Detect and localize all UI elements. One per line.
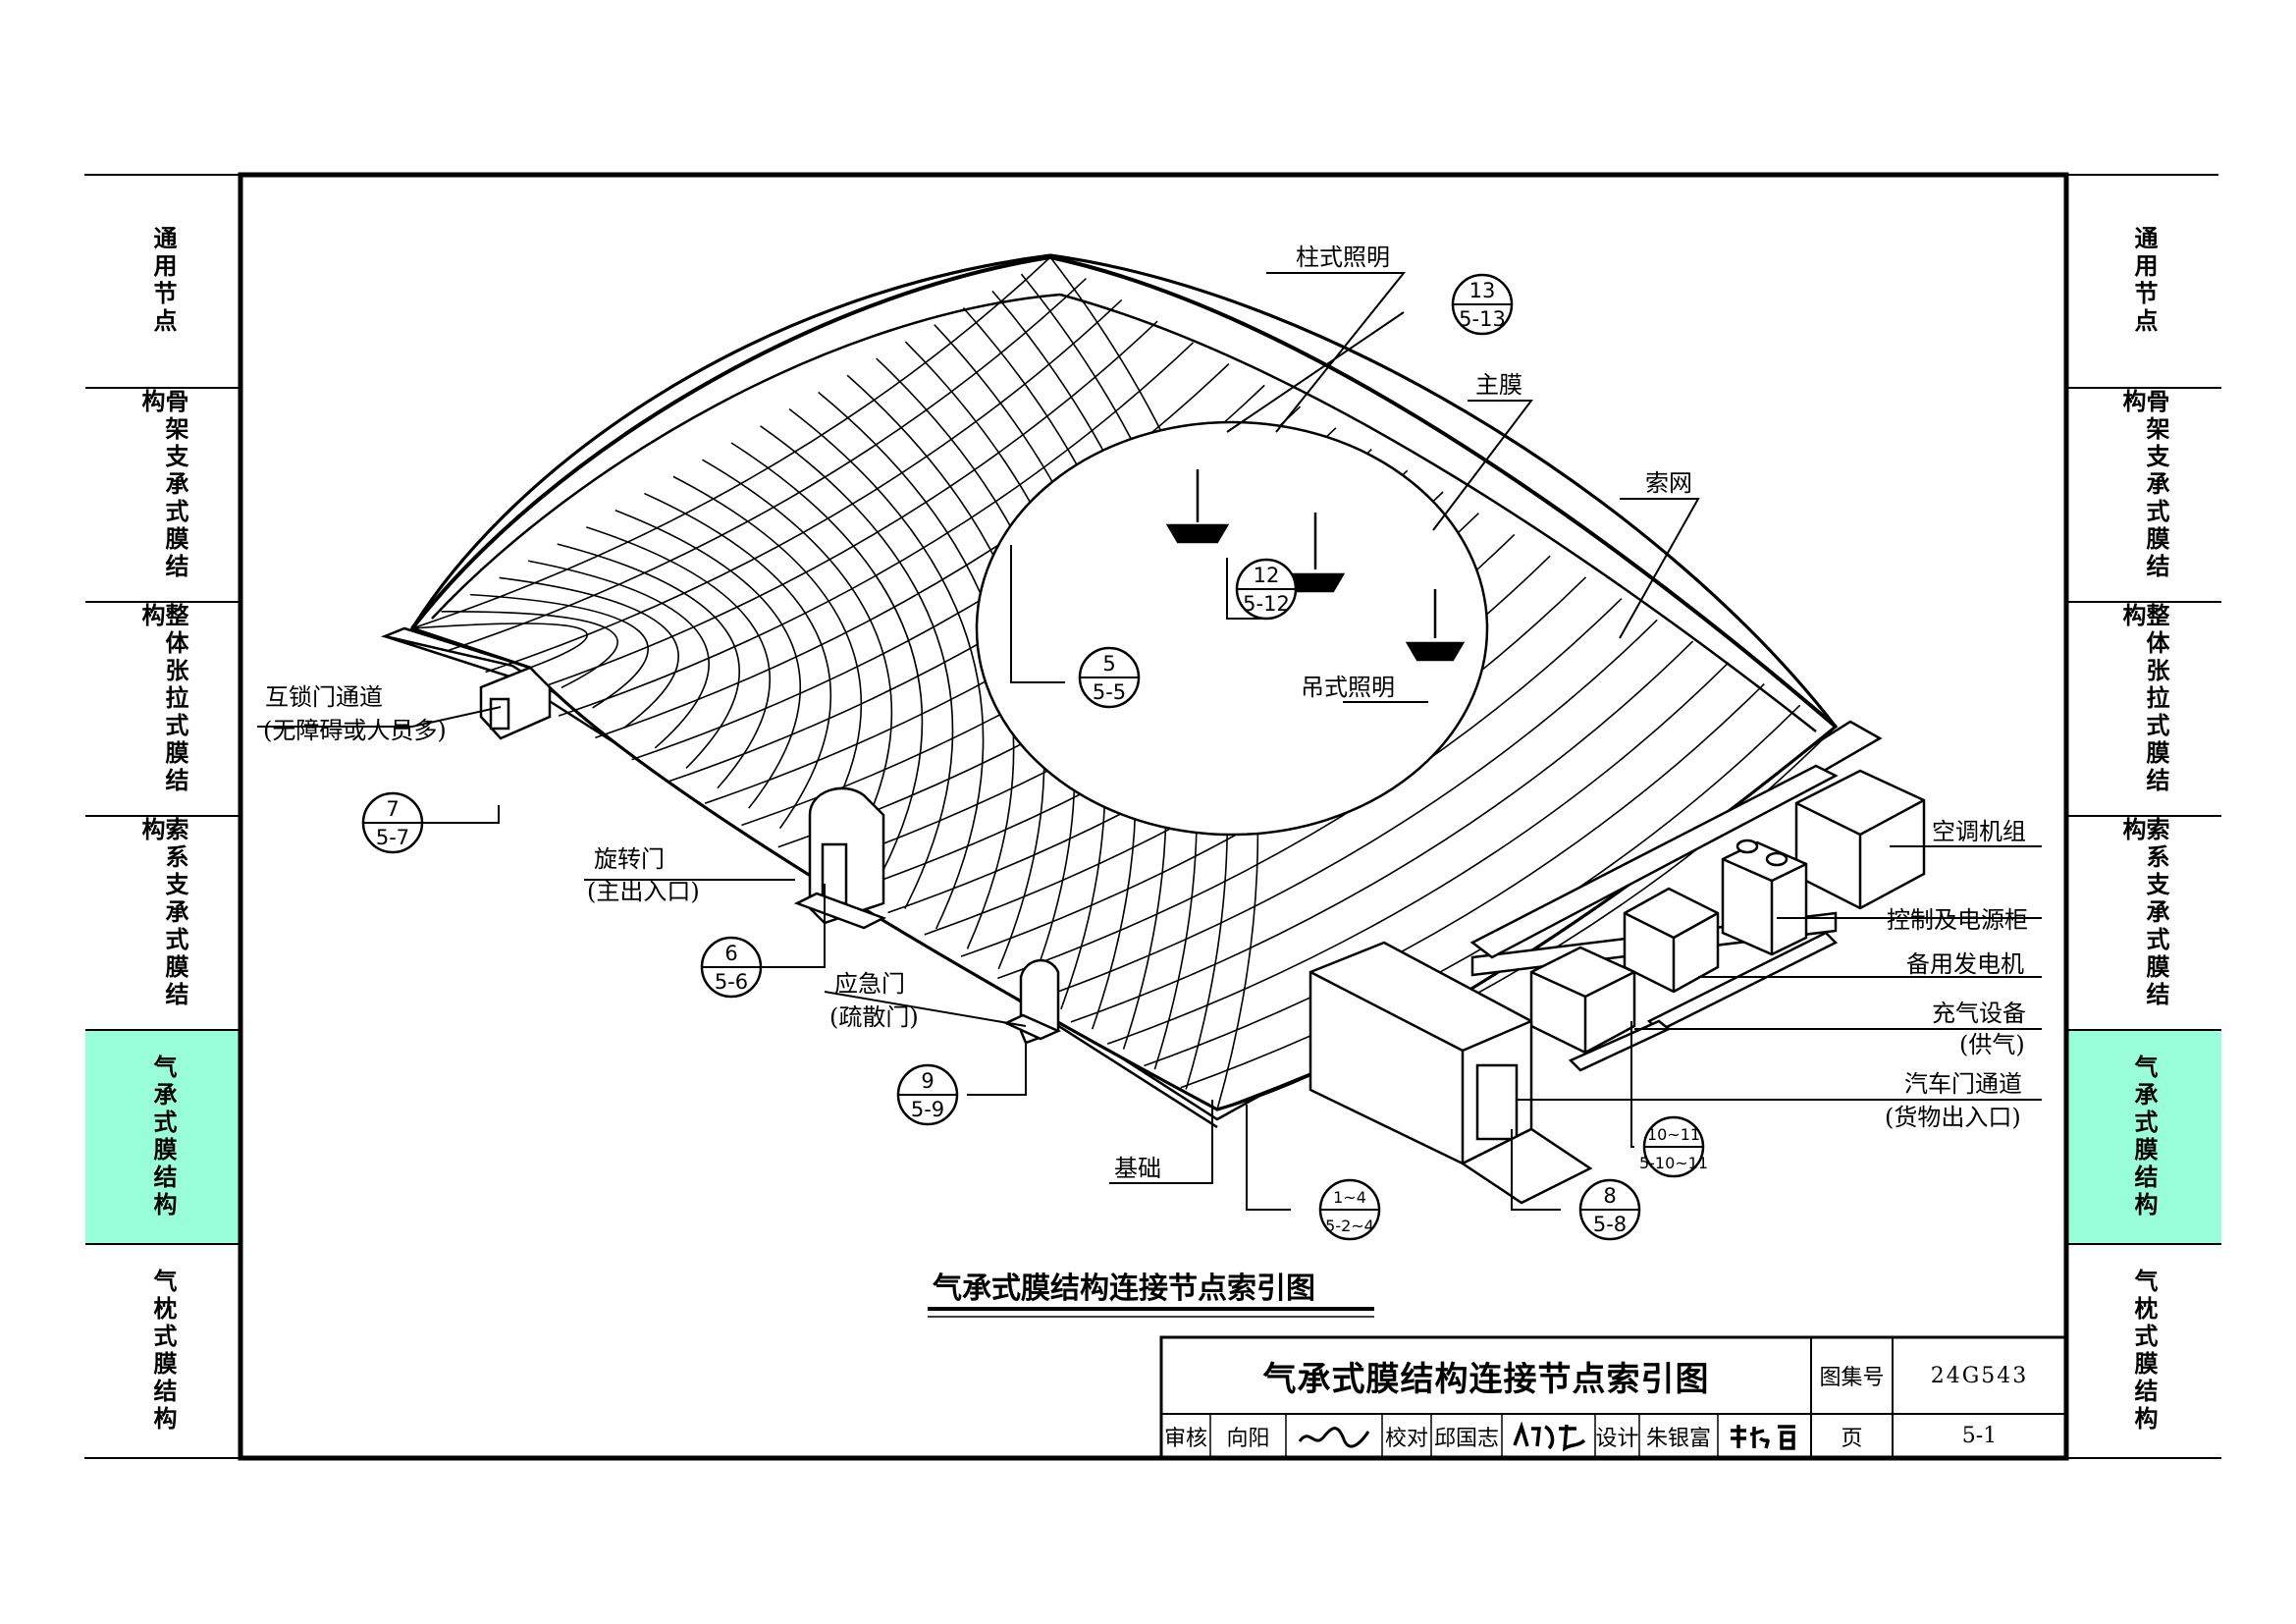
ref-detail-number: 5 — [1102, 652, 1115, 676]
label-main-membrane: 主膜 — [1475, 371, 1522, 399]
ref-bubble: 10~11 5-10~11 — [1639, 1115, 1708, 1178]
label-hvac: 空调机组 — [1932, 818, 2026, 845]
ref-sheet-number: 5-8 — [1593, 1213, 1627, 1236]
title-block-title: 气承式膜结构连接节点索引图 — [1262, 1359, 1710, 1399]
ref-bubble: 55-5 — [1078, 646, 1141, 709]
label-revolving-door-note: (主出入口) — [587, 878, 700, 905]
callout-labels: 柱式照明 主膜 索网 吊式照明 互锁门通道 (无障碍或人员多) 旋转门 (主出入… — [263, 244, 2028, 1182]
design-label: 设计 — [1595, 1426, 1639, 1451]
ref-sheet-number: 5-2~4 — [1325, 1217, 1374, 1235]
ref-bubble: 65-6 — [700, 936, 763, 999]
ref-bubble: 75-7 — [361, 791, 424, 854]
designer-name: 朱银富 — [1645, 1426, 1711, 1451]
nav-tab-label: 索系支承式膜结构 — [137, 817, 188, 1009]
ref-detail-number: 10~11 — [1647, 1125, 1700, 1144]
label-interlock-door-note: (无障碍或人员多) — [263, 717, 447, 744]
ref-bubble: 13 5-13 — [1451, 273, 1514, 336]
label-cable-net: 索网 — [1645, 469, 1692, 497]
nav-tab[interactable]: 骨架支承式膜结构 — [85, 389, 240, 603]
label-hanging-light: 吊式照明 — [1301, 674, 1395, 701]
nav-tab-label: 骨架支承式膜结构 — [137, 389, 188, 581]
hvac-unit — [1794, 769, 1926, 910]
interlock-door — [479, 666, 552, 740]
drawing-title: 气承式膜结构连接节点索引图 — [933, 1272, 1315, 1306]
ref-bubble: 85-8 — [1578, 1178, 1641, 1241]
leader-lines — [257, 272, 2042, 1211]
checker-signature — [1502, 1414, 1595, 1458]
nav-tab-label: 骨架支承式膜结构 — [2118, 389, 2169, 581]
nav-tab[interactable]: 气承式膜结构 — [85, 1031, 240, 1245]
page-label: 页 — [1841, 1426, 1863, 1451]
ref-bubble: 95-9 — [896, 1063, 959, 1126]
atlas-number-label: 图集号 — [1819, 1366, 1885, 1390]
nav-tab-label: 通用节点 — [2130, 226, 2158, 336]
nav-tab-label: 气承式膜结构 — [2130, 1055, 2158, 1219]
label-control-power: 控制及电源柜 — [1887, 906, 2028, 934]
checker-name: 邱国志 — [1433, 1426, 1499, 1451]
reviewer-name: 向阳 — [1226, 1426, 1270, 1451]
label-emergency-door-note: (疏散门) — [829, 1003, 919, 1031]
nav-tab-label: 整体张拉式膜结构 — [137, 603, 188, 795]
label-emergency-door: 应急门 — [834, 970, 905, 998]
ref-sheet-number: 5-9 — [911, 1098, 944, 1121]
ref-detail-number: 8 — [1603, 1184, 1616, 1208]
car-door-building — [1308, 941, 1593, 1205]
ref-sheet-number: 5-7 — [376, 826, 409, 849]
reviewer-signature — [1286, 1414, 1382, 1458]
nav-tab-label: 气承式膜结构 — [149, 1055, 177, 1219]
nav-tab[interactable]: 索系支承式膜结构 — [2066, 817, 2221, 1031]
nav-tab[interactable]: 通用节点 — [2066, 175, 2221, 389]
nav-tab[interactable]: 索系支承式膜结构 — [85, 817, 240, 1031]
ref-sheet-number: 5-5 — [1093, 680, 1126, 704]
label-inflation-note: (供气) — [1959, 1031, 2025, 1058]
nav-tab[interactable]: 通用节点 — [85, 175, 240, 389]
nav-tab[interactable]: 骨架支承式膜结构 — [2066, 389, 2221, 603]
ref-detail-number: 7 — [386, 797, 399, 821]
ref-bubble: 12 5-12 — [1235, 558, 1298, 621]
reference-bubbles: 135-13125-1255-575-765-695-91~45-2~485-8… — [361, 273, 1708, 1241]
label-generator: 备用发电机 — [1906, 950, 2024, 978]
title-block-grid — [1159, 1335, 2068, 1460]
drawing-frame — [238, 172, 2069, 1461]
control-cabinet — [1721, 839, 1808, 956]
label-car-door-note: (货物出入口) — [1885, 1104, 2021, 1131]
ref-detail-number: 12 — [1254, 564, 1280, 587]
label-revolving-door: 旋转门 — [594, 845, 665, 873]
generator — [1623, 887, 1720, 994]
skylight-opening — [975, 420, 1489, 837]
label-car-door: 汽车门通道 — [1904, 1070, 2022, 1098]
nav-tab-label: 气枕式膜结构 — [2130, 1269, 2158, 1434]
page-number: 5-1 — [1961, 1424, 1998, 1448]
label-foundation: 基础 — [1114, 1155, 1161, 1182]
nav-tab[interactable]: 气承式膜结构 — [2066, 1031, 2221, 1245]
label-interlock-door: 互锁门通道 — [265, 683, 383, 711]
nav-tab-label: 整体张拉式膜结构 — [2118, 603, 2169, 795]
atlas-number: 24G543 — [1930, 1363, 2029, 1388]
emergency-door — [1003, 958, 1062, 1045]
nav-tab[interactable]: 整体张拉式膜结构 — [2066, 603, 2221, 817]
label-inflation: 充气设备 — [1932, 1000, 2026, 1027]
ref-sheet-number: 5-12 — [1243, 592, 1290, 616]
ref-sheet-number: 5-13 — [1459, 307, 1506, 331]
ref-bubble: 1~4 5-2~4 — [1318, 1178, 1381, 1241]
nav-tab-label: 通用节点 — [149, 226, 177, 336]
inflation-equipment — [1529, 946, 1636, 1055]
nav-tab-label: 索系支承式膜结构 — [2118, 817, 2169, 1009]
ref-detail-number: 9 — [921, 1069, 934, 1093]
nav-tab-label: 气枕式膜结构 — [149, 1269, 177, 1434]
review-label: 审核 — [1163, 1426, 1207, 1451]
check-label: 校对 — [1384, 1426, 1428, 1451]
ref-sheet-number: 5-6 — [715, 970, 748, 994]
label-column-light: 柱式照明 — [1296, 244, 1390, 271]
ref-detail-number: 6 — [724, 942, 737, 965]
nav-tab[interactable]: 整体张拉式膜结构 — [85, 603, 240, 817]
ref-detail-number: 1~4 — [1333, 1188, 1366, 1207]
designer-signature — [1718, 1414, 1811, 1458]
ref-detail-number: 13 — [1469, 279, 1496, 302]
revolving-door — [793, 786, 887, 930]
ref-sheet-number: 5-10~11 — [1639, 1154, 1708, 1172]
